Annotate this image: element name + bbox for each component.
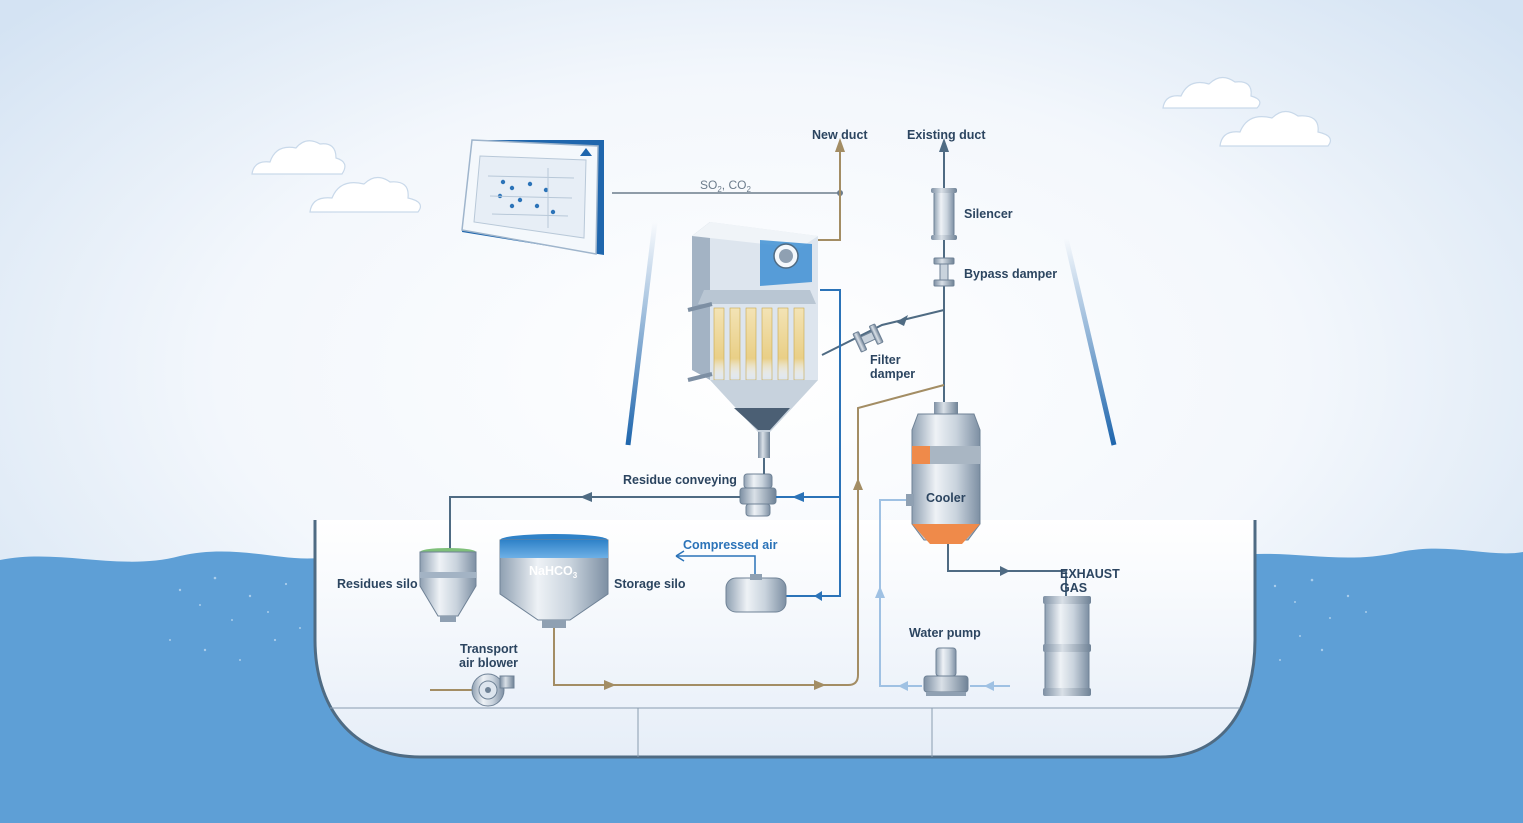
sea-foam	[169, 576, 1367, 661]
arrow-icon	[835, 138, 845, 152]
exhaust-gas-label-1: EXHAUST	[1060, 567, 1120, 581]
reagent-sub: 3	[572, 571, 578, 580]
arrow-icon	[898, 681, 908, 691]
exhaust-gas-label-2: GAS	[1060, 581, 1088, 595]
exhaust-gas-source	[1043, 596, 1091, 696]
deck-rise-left	[625, 221, 658, 446]
arrow-icon	[604, 680, 616, 690]
arrow-icon	[814, 591, 822, 601]
storage-silo-label: Storage silo	[614, 577, 686, 591]
storage-silo	[499, 534, 609, 628]
gas-analysis-label: SO2, CO2	[700, 178, 751, 197]
reagent-label: NaHCO3	[529, 564, 577, 583]
compressed-air-line	[676, 555, 756, 578]
existing-duct-label: Existing duct	[907, 128, 986, 142]
arrow-icon	[853, 478, 863, 490]
cooler-label: Cooler	[926, 491, 966, 505]
filter-damper	[852, 323, 884, 353]
bypass-damper-label: Bypass damper	[964, 267, 1058, 281]
compressed-air-tank	[725, 574, 787, 613]
deck-rise-right	[1063, 237, 1117, 446]
gas-species-2-sub: 2	[746, 185, 751, 194]
arrow-icon	[939, 138, 949, 152]
transport-air-blower-label-1: Transport	[460, 642, 518, 656]
arrow-icon	[984, 681, 994, 691]
bypass-damper	[933, 257, 955, 287]
silencer	[931, 188, 957, 240]
transport-air-blower	[471, 673, 515, 707]
hull-frame-lines	[637, 708, 933, 757]
hull-outline	[313, 520, 1257, 759]
residue-conveying-unit	[739, 473, 777, 517]
reagent-main: NaHCO	[529, 564, 573, 578]
cooler	[911, 402, 981, 544]
filter-damper-label-2: damper	[870, 367, 916, 381]
silencer-label: Silencer	[964, 207, 1013, 221]
arrow-icon	[896, 315, 908, 326]
water-pump-label: Water pump	[909, 626, 981, 640]
cloud-icon	[251, 76, 1331, 213]
new-duct-label: New duct	[812, 128, 868, 142]
water-pump	[923, 647, 969, 696]
gas-species-1-sub: 2	[717, 185, 722, 194]
filter-damper-label-1: Filter	[870, 353, 901, 367]
arrow-icon	[814, 680, 826, 690]
arrow-icon	[1000, 566, 1010, 576]
arrow-icon	[792, 492, 804, 502]
gas-species-sep: , CO	[721, 178, 747, 192]
residues-silo-label: Residues silo	[337, 577, 418, 591]
arrow-icon	[580, 492, 592, 502]
reagent-line	[553, 384, 945, 686]
compressed-air-label: Compressed air	[683, 538, 778, 552]
arrow-icon	[675, 550, 685, 562]
new-duct-line	[818, 145, 841, 241]
residue-conveying-label: Residue conveying	[623, 473, 737, 487]
cooler-water-inlet	[906, 494, 914, 506]
bag-filter	[687, 222, 818, 458]
arrow-icon	[875, 586, 885, 598]
control-panel-monitor	[461, 139, 604, 255]
residues-silo	[419, 548, 477, 622]
filter-inlet-line	[821, 309, 945, 356]
residue-line	[449, 496, 740, 550]
transport-air-blower-label-2: air blower	[459, 656, 519, 670]
gas-species-1: SO	[700, 178, 718, 192]
compressed-air-feed-line	[786, 289, 841, 597]
